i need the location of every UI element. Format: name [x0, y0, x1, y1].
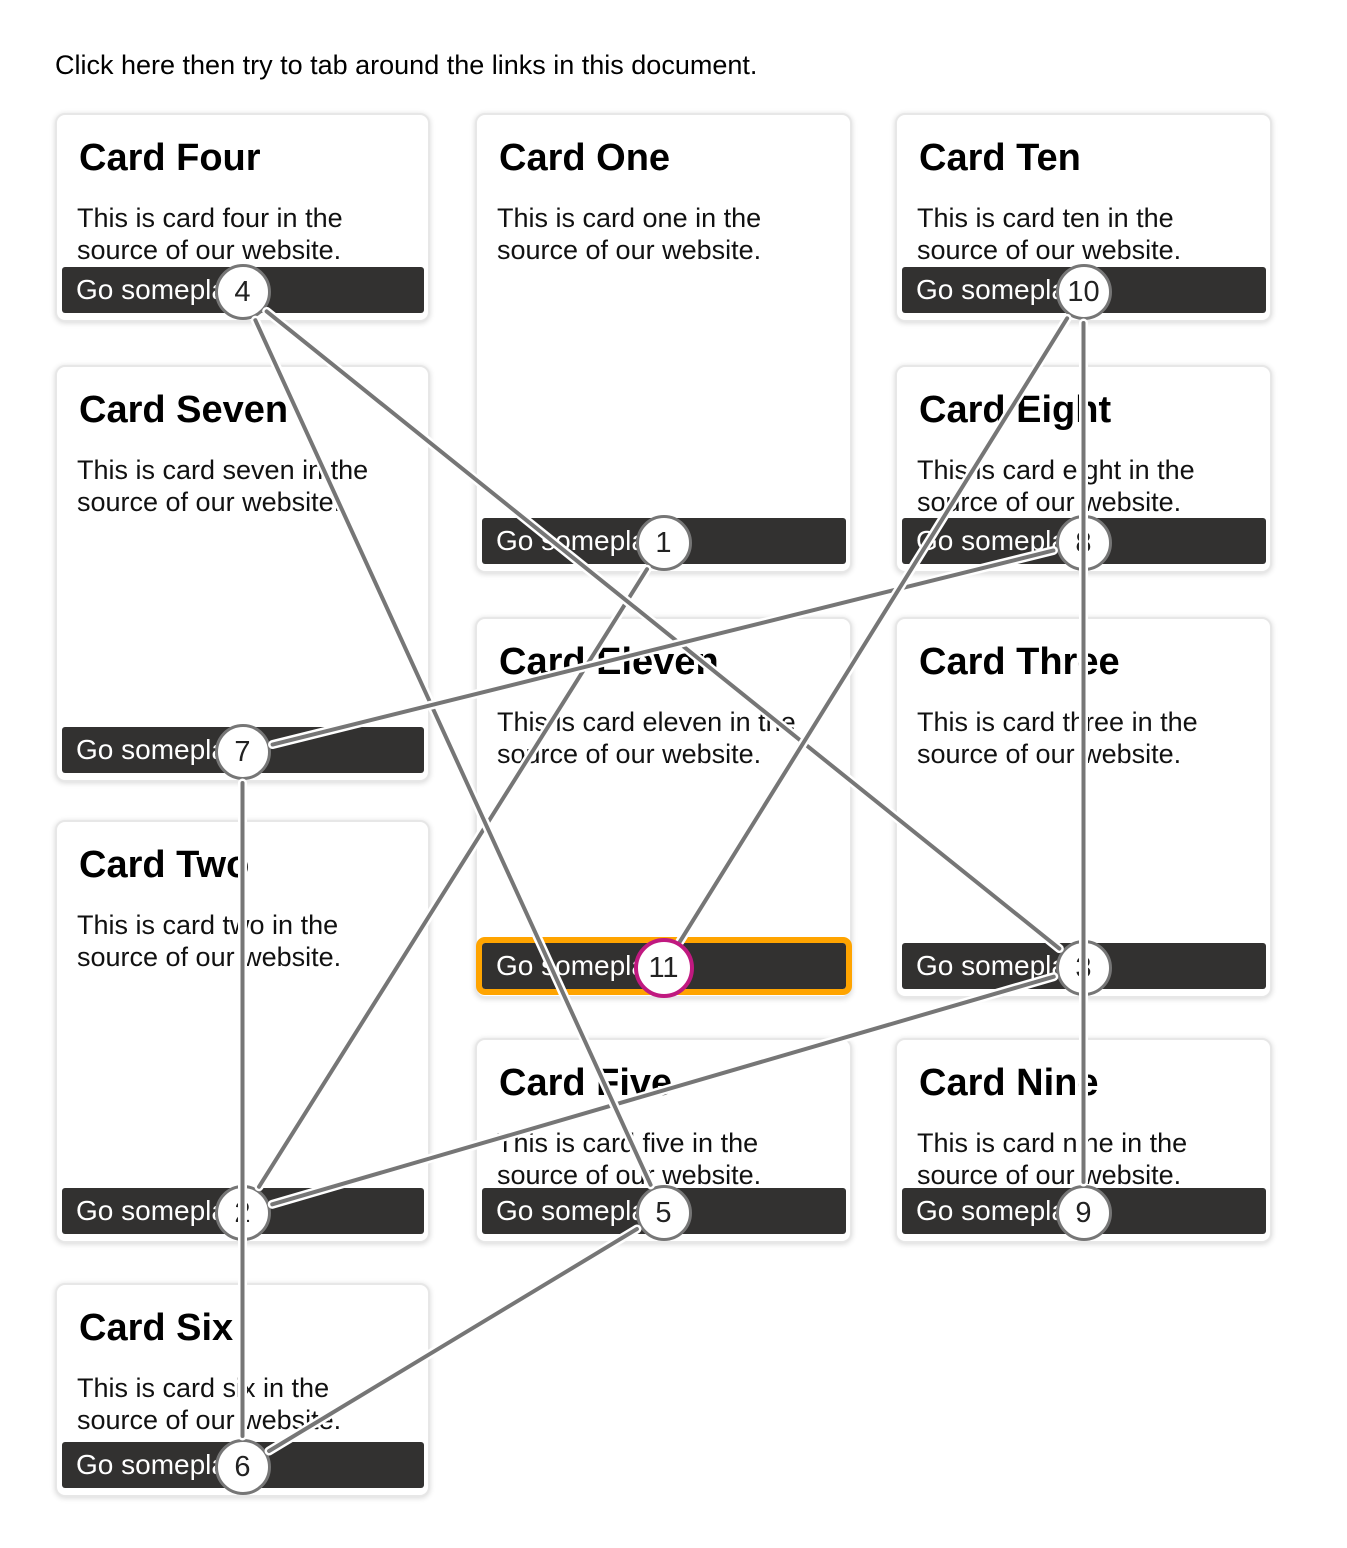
card-title: Card Five: [499, 1062, 673, 1104]
card-body-text: This is card four in the source of our w…: [77, 203, 343, 266]
card-body-text: This is card seven in the source of our …: [77, 455, 369, 518]
card-title: Card Nine: [919, 1062, 1099, 1104]
card-title: Card Four: [79, 137, 261, 179]
card-title: Card Three: [919, 641, 1120, 683]
card-body-text: This is card five in the source of our w…: [497, 1128, 762, 1191]
card-body-text: This is card two in the source of our we…: [77, 910, 342, 973]
card-body-text: This is card eight in the source of our …: [917, 455, 1195, 518]
tab-order-badge-4: 4: [214, 264, 271, 320]
tab-order-badge-2: 2: [214, 1185, 271, 1241]
tab-order-badge-9: 9: [1055, 1185, 1112, 1241]
tab-order-badge-7: 7: [214, 724, 271, 780]
card-title: Card Two: [79, 844, 250, 886]
tab-order-badge-8: 8: [1055, 515, 1112, 571]
tab-order-badge-1: 1: [635, 515, 692, 571]
card-title: Card Eleven: [499, 641, 719, 683]
card-title: Card One: [499, 137, 671, 179]
tab-order-badge-6: 6: [214, 1439, 271, 1495]
card-body-text: This is card ten in the source of our we…: [917, 203, 1182, 266]
card-title: Card Eight: [919, 389, 1112, 431]
card-title: Card Ten: [919, 137, 1081, 179]
card-body-text: This is card eleven in the source of our…: [497, 707, 796, 770]
tab-order-badge-3: 3: [1055, 940, 1112, 996]
tab-order-badge-11: 11: [633, 938, 694, 998]
card-title: Card Six: [79, 1307, 234, 1349]
intro-text[interactable]: Click here then try to tab around the li…: [55, 50, 758, 80]
card-body-text: This is card one in the source of our we…: [497, 203, 762, 266]
card-body-text: This is card three in the source of our …: [917, 707, 1198, 770]
tab-order-badge-5: 5: [635, 1185, 692, 1241]
tab-order-badge-10: 10: [1055, 264, 1112, 320]
card-title: Card Seven: [79, 389, 289, 431]
card-body-text: This is card nine in the source of our w…: [917, 1128, 1188, 1191]
card-body-text: This is card six in the source of our we…: [77, 1373, 342, 1436]
